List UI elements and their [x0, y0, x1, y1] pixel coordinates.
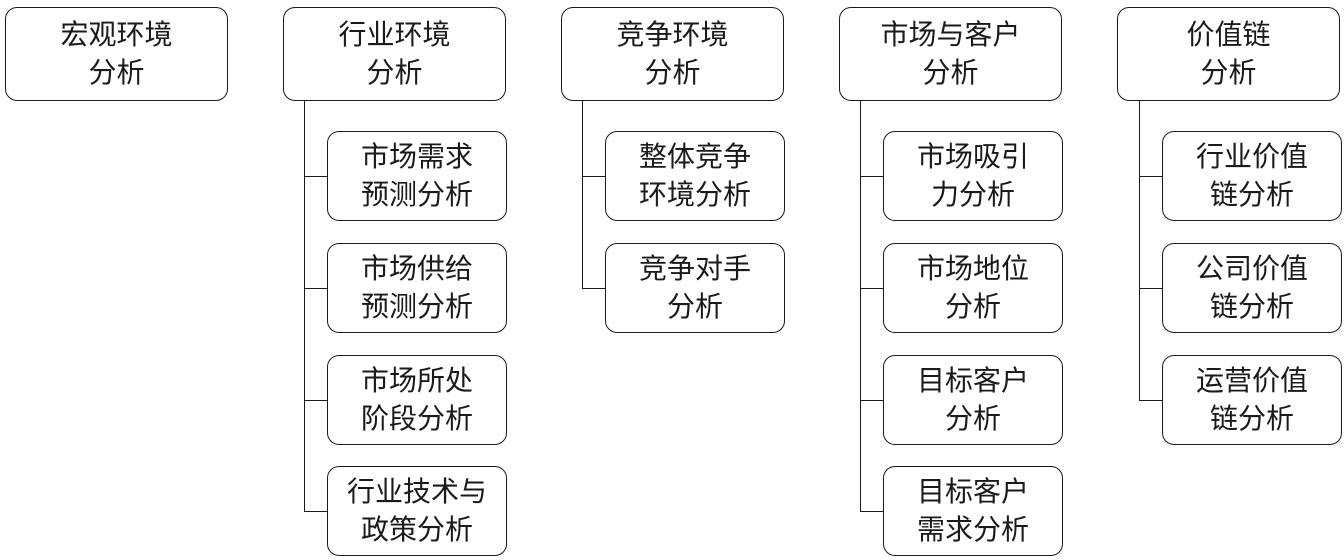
- node-line-2: 分析: [88, 56, 145, 89]
- connector-branch: [582, 176, 605, 177]
- connector-branch: [304, 511, 327, 512]
- node-line-2: 分析: [944, 402, 1001, 435]
- node-line-1: 公司价值: [1195, 252, 1308, 285]
- node-line-2: 阶段分析: [360, 402, 473, 435]
- connector-branch: [860, 288, 883, 289]
- connector-branch: [860, 176, 883, 177]
- connector-branch: [582, 288, 605, 289]
- node-line-2: 链分析: [1209, 402, 1294, 435]
- subtopic-node: 行业价值 链分析: [1162, 131, 1342, 221]
- node-line-1: 市场需求: [360, 140, 473, 173]
- connector-branch: [304, 400, 327, 401]
- node-line-1: 目标客户: [916, 475, 1029, 508]
- connector-branch: [860, 511, 883, 512]
- node-line-1: 行业价值: [1195, 140, 1308, 173]
- connector-branch: [860, 400, 883, 401]
- node-line-1: 整体竞争: [638, 140, 751, 173]
- node-line-2: 需求分析: [916, 513, 1029, 546]
- subtopic-node: 市场地位 分析: [883, 243, 1063, 333]
- node-line-2: 力分析: [930, 178, 1015, 211]
- node-line-1: 市场所处: [360, 364, 473, 397]
- category-macro-environment: 宏观环境 分析: [5, 7, 228, 101]
- node-line-1: 目标客户: [916, 364, 1029, 397]
- connector-trunk: [582, 101, 583, 288]
- node-line-1: 竞争环境: [616, 18, 729, 51]
- node-line-1: 价值链: [1186, 18, 1271, 51]
- node-line-2: 预测分析: [360, 178, 473, 211]
- node-line-1: 运营价值: [1195, 364, 1308, 397]
- connector-branch: [1139, 176, 1162, 177]
- subtopic-node: 运营价值 链分析: [1162, 355, 1342, 445]
- node-line-2: 链分析: [1209, 290, 1294, 323]
- node-line-1: 市场吸引: [916, 140, 1029, 173]
- node-line-1: 宏观环境: [60, 18, 173, 51]
- subtopic-node: 整体竞争 环境分析: [605, 131, 785, 221]
- node-line-1: 市场与客户: [880, 18, 1021, 51]
- subtopic-node: 目标客户 需求分析: [883, 466, 1063, 556]
- connector-branch: [1139, 400, 1162, 401]
- category-value-chain: 价值链 分析: [1117, 7, 1340, 101]
- subtopic-node: 目标客户 分析: [883, 355, 1063, 445]
- subtopic-node: 市场供给 预测分析: [327, 243, 507, 333]
- connector-branch: [304, 288, 327, 289]
- connector-branch: [304, 176, 327, 177]
- subtopic-node: 行业技术与 政策分析: [327, 466, 507, 556]
- node-line-1: 行业技术与: [346, 475, 487, 508]
- node-line-2: 分析: [1200, 56, 1257, 89]
- subtopic-node: 市场所处 阶段分析: [327, 355, 507, 445]
- connector-trunk: [860, 101, 861, 511]
- node-line-2: 链分析: [1209, 178, 1294, 211]
- node-line-1: 市场地位: [916, 252, 1029, 285]
- node-line-1: 市场供给: [360, 252, 473, 285]
- node-line-2: 预测分析: [360, 290, 473, 323]
- node-line-2: 环境分析: [638, 178, 751, 211]
- node-line-1: 行业环境: [338, 18, 451, 51]
- category-market-and-customer: 市场与客户 分析: [839, 7, 1062, 101]
- category-industry-environment: 行业环境 分析: [283, 7, 506, 101]
- connector-branch: [1139, 288, 1162, 289]
- category-competitive-environment: 竞争环境 分析: [561, 7, 784, 101]
- node-line-2: 分析: [922, 56, 979, 89]
- connector-trunk: [1139, 101, 1140, 400]
- subtopic-node: 市场吸引 力分析: [883, 131, 1063, 221]
- node-line-2: 分析: [366, 56, 423, 89]
- connector-trunk: [304, 101, 305, 511]
- node-line-2: 分析: [644, 56, 701, 89]
- node-line-2: 分析: [666, 290, 723, 323]
- node-line-2: 政策分析: [360, 513, 473, 546]
- subtopic-node: 公司价值 链分析: [1162, 243, 1342, 333]
- subtopic-node: 竞争对手 分析: [605, 243, 785, 333]
- subtopic-node: 市场需求 预测分析: [327, 131, 507, 221]
- node-line-2: 分析: [944, 290, 1001, 323]
- node-line-1: 竞争对手: [638, 252, 751, 285]
